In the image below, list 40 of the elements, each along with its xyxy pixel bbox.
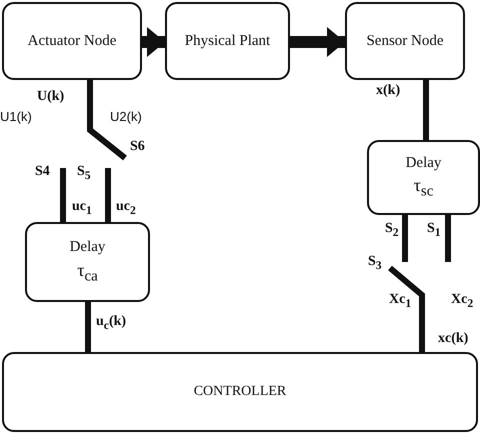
node-label: Physical Plant (184, 32, 270, 51)
block-arrow (142, 27, 165, 57)
signal-label: S$_{2}$ (385, 222, 399, 238)
delay-symbol: τ$_{ca}$ (77, 258, 98, 286)
switch-line (445, 215, 451, 262)
signal-line (423, 80, 429, 140)
signal-label: U2(k) (110, 110, 142, 123)
switch-line (60, 168, 66, 222)
node-label: Actuator Node (28, 32, 116, 51)
node-label: Delay (406, 154, 442, 173)
signal-label: Xc$_{2}$ (451, 293, 474, 310)
switch-line (87, 80, 127, 160)
delay-box (25, 222, 150, 302)
signal-label: S4 (35, 165, 50, 179)
plant-box (165, 2, 290, 80)
signal-label: S$_{5}$ (77, 165, 91, 182)
node-label: CONTROLLER (194, 382, 286, 401)
signal-label: U1(k) (0, 110, 32, 123)
actuator-box (2, 2, 142, 80)
signal-label: U(k) (37, 90, 64, 104)
sensor-box (345, 2, 465, 80)
switch-line (388, 266, 425, 352)
controller-box (2, 352, 478, 432)
signal-label: S$_{1}$ (427, 222, 441, 238)
signal-label: x(k) (376, 84, 400, 98)
signal-line (85, 302, 91, 352)
node-label: Delay (70, 238, 106, 258)
signal-label: S$_{3}$ (368, 255, 382, 272)
signal-label: uc$_{2}$ (116, 200, 136, 216)
node-label: Sensor Node (366, 32, 444, 51)
block-arrow (290, 27, 345, 57)
signal-label: S6 (130, 140, 145, 154)
signal-label: Xc$_{1}$ (389, 293, 412, 310)
signal-label: uc$_{1}$ (72, 200, 92, 216)
switch-line (402, 215, 408, 262)
delay-symbol: τ$_{sc}$ (414, 174, 434, 202)
signal-label: xc(k) (438, 332, 468, 346)
delay-box (367, 140, 480, 215)
switch-line (105, 168, 111, 222)
signal-label: u$_{c}$(k) (96, 315, 126, 332)
